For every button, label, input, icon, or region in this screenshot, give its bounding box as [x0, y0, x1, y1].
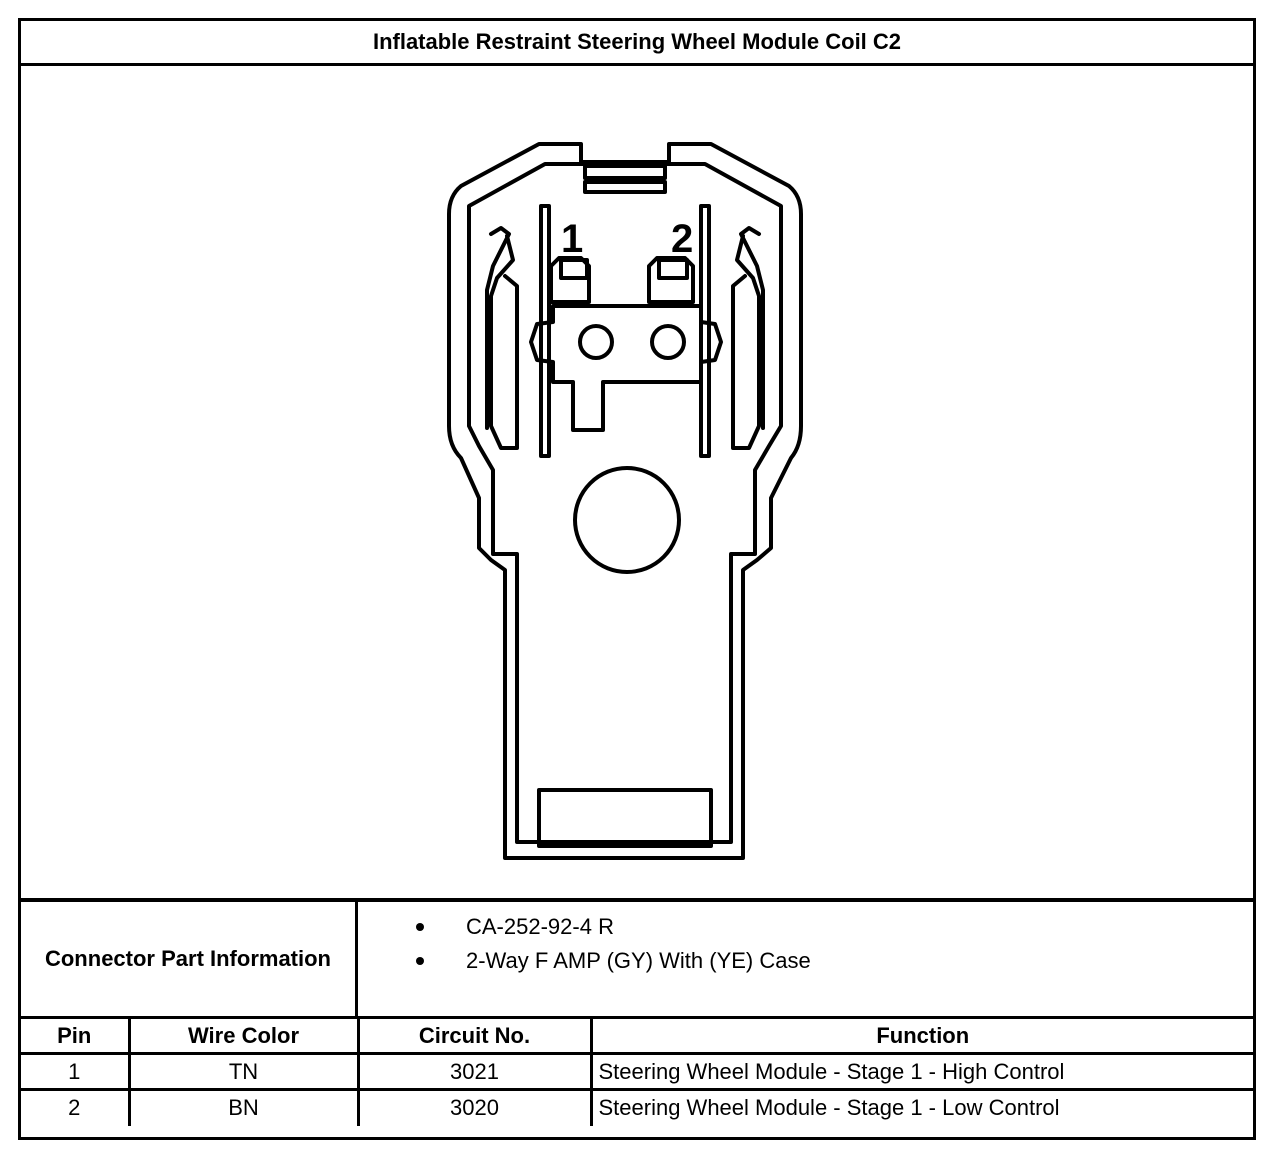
connector-part-info-text: CA-252-92-4 R [466, 914, 614, 939]
pin-cell: 1 [21, 1052, 131, 1091]
table-row: 1 TN 3021 Steering Wheel Module - Stage … [21, 1052, 1253, 1091]
wire-color-cell: TN [127, 1052, 360, 1091]
connector-part-info-item: CA-252-92-4 R [358, 910, 811, 944]
tpa-body [529, 304, 723, 432]
connector-face-drawing: 1 2 [447, 142, 803, 860]
connector-part-info-label: Connector Part Information [21, 902, 358, 1016]
pin-hole-2 [650, 324, 686, 360]
diagram-frame: Inflatable Restraint Steering Wheel Modu… [18, 18, 1256, 1140]
connector-part-info-list: CA-252-92-4 R 2-Way F AMP (GY) With (YE)… [358, 910, 811, 978]
connector-housing-outline [447, 142, 803, 860]
function-cell: Steering Wheel Module - Stage 1 - High C… [589, 1052, 1253, 1091]
bullet-icon [416, 923, 424, 931]
label-window [537, 788, 713, 848]
left-lock-arm-inner [485, 226, 511, 430]
right-cavity-wall [699, 204, 711, 458]
pin-cell: 2 [21, 1088, 131, 1126]
right-lock-arm [731, 234, 761, 450]
pin-table: Pin Wire Color Circuit No. Function 1 TN… [21, 1016, 1253, 1126]
terminal-2-contact [657, 258, 689, 280]
pin-header: Pin [21, 1016, 131, 1055]
pin-hole-1 [578, 324, 614, 360]
left-cavity-wall [539, 204, 551, 458]
wire-color-header: Wire Color [127, 1016, 360, 1055]
left-lock-arm [489, 234, 519, 450]
connector-drawing-area: 1 2 [21, 66, 1253, 898]
connector-part-info-row: Connector Part Information CA-252-92-4 R… [21, 898, 1253, 1016]
latch-bar [583, 164, 667, 180]
pin-table-header-row: Pin Wire Color Circuit No. Function [21, 1016, 1253, 1055]
table-row: 2 BN 3020 Steering Wheel Module - Stage … [21, 1088, 1253, 1126]
terminal-cavity-2 [647, 256, 695, 304]
circuit-number-cell: 3020 [356, 1088, 593, 1126]
diagram-title: Inflatable Restraint Steering Wheel Modu… [21, 21, 1253, 66]
bullet-icon [416, 957, 424, 965]
circuit-number-cell: 3021 [356, 1052, 593, 1091]
mounting-hole [573, 466, 681, 574]
terminal-1-contact [559, 258, 589, 280]
right-lock-arm-inner [739, 226, 765, 430]
connector-part-info-item: 2-Way F AMP (GY) With (YE) Case [358, 944, 811, 978]
connector-inner-outline [467, 162, 783, 844]
circuit-number-header: Circuit No. [356, 1016, 593, 1055]
function-cell: Steering Wheel Module - Stage 1 - Low Co… [589, 1088, 1253, 1126]
connector-part-info-text: 2-Way F AMP (GY) With (YE) Case [466, 948, 811, 973]
function-header: Function [589, 1016, 1253, 1055]
wire-color-cell: BN [127, 1088, 360, 1126]
pin-label-2: 2 [671, 217, 693, 261]
latch-bar-inner [583, 180, 667, 194]
pin-label-1: 1 [561, 217, 583, 261]
